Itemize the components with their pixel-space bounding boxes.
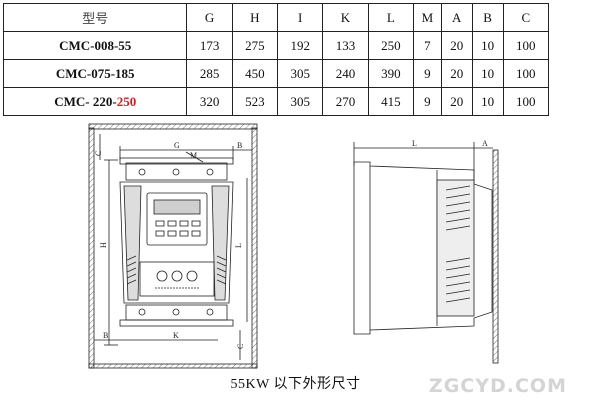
figure-caption: 55KW 以下外形尺寸	[230, 377, 361, 392]
value-cell: 320	[186, 87, 233, 116]
front-wall-right	[251, 127, 258, 369]
keypad-button	[167, 220, 177, 227]
header-k: K	[322, 3, 369, 32]
label-c-bottom: C	[236, 344, 245, 349]
keypad-button	[191, 220, 201, 227]
label-l: L	[234, 243, 243, 248]
watermark: ZGCYD.COM	[428, 375, 567, 397]
value-cell: 523	[231, 87, 279, 116]
side-wall	[492, 149, 499, 364]
label-b-top: B	[237, 141, 242, 150]
cooling-vents	[126, 255, 227, 285]
label-l-side: L	[412, 139, 417, 148]
model-cell: CMC- 220-250	[2, 87, 188, 116]
label-k: K	[173, 331, 179, 340]
value-cell: 390	[367, 59, 414, 88]
value-cell: 9	[412, 87, 442, 116]
terminal-screw	[172, 168, 180, 176]
heatsink	[436, 179, 475, 317]
value-cell: 100	[502, 59, 550, 88]
lcd-display	[153, 199, 201, 215]
table-row: CMC- 220-250 320 523 305 270 415 9 20 10…	[2, 87, 550, 116]
keypad-button	[167, 230, 177, 237]
value-cell: 20	[440, 31, 473, 60]
value-cell: 173	[186, 31, 233, 60]
keypad-button	[191, 230, 201, 237]
bottom-mounting-plate	[119, 319, 234, 327]
label-b-bottom: B	[103, 331, 108, 340]
top-terminal-block	[125, 162, 228, 181]
value-cell: 192	[277, 31, 324, 60]
value-cell: 100	[502, 87, 550, 116]
value-cell: 415	[367, 87, 414, 116]
side-panel-right	[211, 185, 230, 301]
table-header-row: 型号 G H I K L M A B C	[2, 3, 550, 32]
model-cell: CMC-075-185	[2, 59, 188, 88]
side-view: L A	[353, 139, 499, 364]
header-l: L	[367, 3, 414, 32]
keypad-button	[155, 230, 165, 237]
keypad-button	[155, 220, 165, 227]
front-wall-top	[88, 123, 258, 130]
front-view: G M B C H L K B C	[88, 123, 258, 369]
value-cell: 20	[440, 87, 473, 116]
lower-panel	[139, 261, 215, 297]
model-suffix-highlight: 250	[116, 93, 137, 109]
label-g: G	[174, 141, 180, 150]
table-row: CMC-008-55 173 275 192 133 250 7 20 10 1…	[2, 31, 550, 60]
breaker-knob	[156, 270, 168, 282]
header-g: G	[186, 3, 233, 32]
control-panel	[146, 192, 208, 246]
front-wall-bottom	[88, 363, 258, 369]
value-cell: 7	[412, 31, 442, 60]
dimension-table: 型号 G H I K L M A B C CMC-008-55 173 275 …	[2, 3, 550, 116]
value-cell: 305	[277, 59, 324, 88]
value-cell: 250	[367, 31, 414, 60]
value-cell: 20	[440, 59, 473, 88]
breaker-knob	[171, 270, 183, 282]
terminal-screw	[206, 308, 214, 316]
leader-m	[185, 151, 204, 163]
side-panel-left	[123, 185, 142, 301]
terminal-screw	[138, 168, 146, 176]
front-wall-left	[88, 127, 95, 369]
keypad-button	[179, 230, 189, 237]
terminal-screw	[206, 168, 214, 176]
terminal-screw	[172, 308, 180, 316]
model-cell: CMC-008-55	[2, 31, 188, 60]
terminal-screw	[138, 308, 146, 316]
header-c: C	[502, 3, 550, 32]
label-a: A	[482, 139, 488, 148]
model-prefix: CMC- 220-	[54, 93, 117, 109]
label-m: M	[190, 151, 197, 160]
bottom-terminal-block	[125, 304, 228, 321]
keypad-button	[179, 220, 189, 227]
top-mounting-plate	[119, 157, 234, 165]
label-c-left: C	[94, 151, 103, 156]
header-model: 型号	[2, 3, 188, 32]
breaker-knob	[186, 270, 198, 282]
starter-body	[119, 181, 234, 304]
label-h: H	[99, 242, 108, 248]
side-vents	[445, 185, 471, 303]
value-cell: 100	[502, 31, 550, 60]
